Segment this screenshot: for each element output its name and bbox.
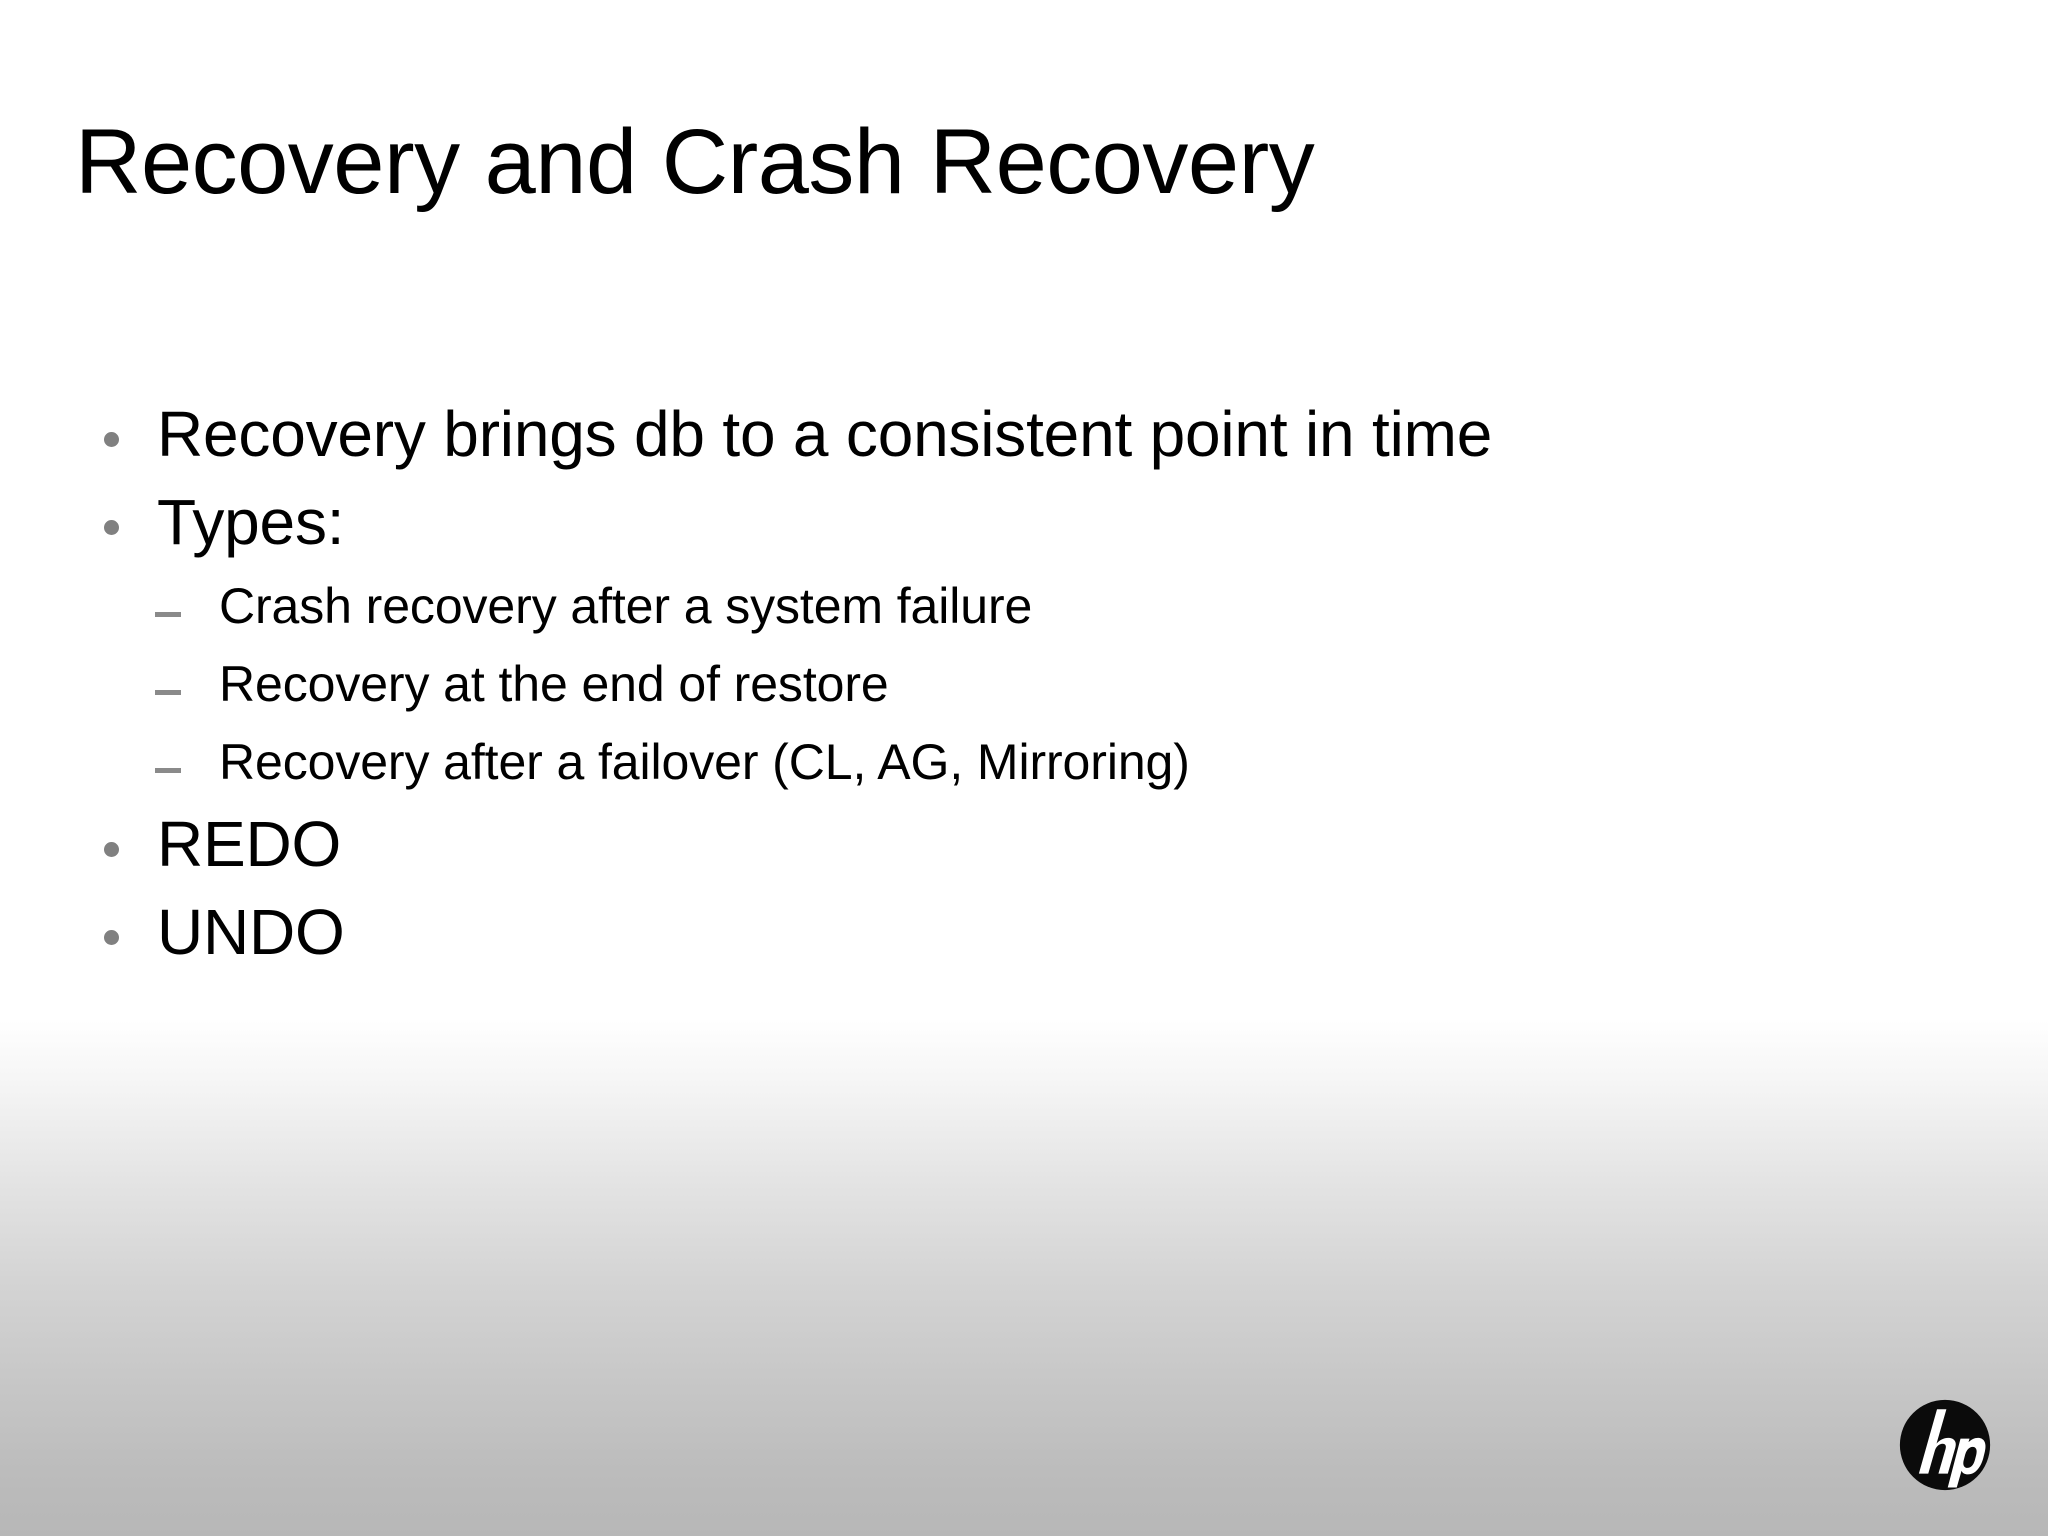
sub-bullet-text: Recovery at the end of restore: [219, 656, 889, 712]
bullet-dot-icon: [104, 520, 119, 535]
sub-bullet-text: Recovery after a failover (CL, AG, Mirro…: [219, 734, 1190, 790]
bullet-text: Recovery brings db to a consistent point…: [157, 398, 1493, 470]
sub-bullet-item: Recovery at the end of restore: [0, 646, 2048, 724]
bullet-dash-icon: [155, 612, 181, 617]
sub-bullet-item: Recovery after a failover (CL, AG, Mirro…: [0, 724, 2048, 802]
bullet-item: Recovery brings db to a consistent point…: [0, 392, 2048, 480]
bullet-text: REDO: [157, 808, 342, 880]
bullet-item: REDO: [0, 802, 2048, 890]
bullet-dash-icon: [155, 690, 181, 695]
bullet-dot-icon: [104, 930, 119, 945]
bullet-item: UNDO: [0, 890, 2048, 978]
bullet-item: Types:: [0, 480, 2048, 568]
bullet-text: Types:: [157, 486, 345, 558]
slide-title: Recovery and Crash Recovery: [75, 110, 1315, 213]
sub-bullet-item: Crash recovery after a system failure: [0, 568, 2048, 646]
bullet-text: UNDO: [157, 896, 345, 968]
bullet-list: Recovery brings db to a consistent point…: [0, 392, 2048, 978]
bullet-dash-icon: [155, 768, 181, 773]
hp-logo-icon: [1898, 1398, 1992, 1492]
bullet-dot-icon: [104, 842, 119, 857]
bullet-dot-icon: [104, 432, 119, 447]
sub-bullet-text: Crash recovery after a system failure: [219, 578, 1033, 634]
